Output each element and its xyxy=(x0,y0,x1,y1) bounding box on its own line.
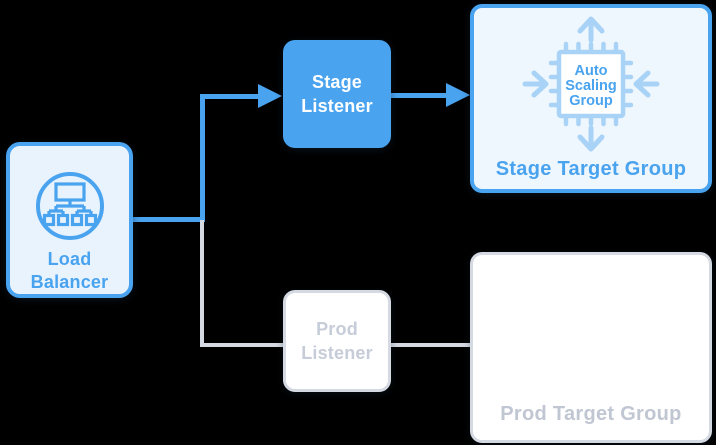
load-balancer-node: Load Balancer xyxy=(6,142,133,298)
asg-icon-text-line1: Auto xyxy=(574,63,607,79)
prod-listener-node: Prod Listener xyxy=(283,290,391,392)
asg-icon-text-line3: Group xyxy=(569,93,613,109)
stage-listener-node: Stage Listener xyxy=(283,40,391,148)
edge-lb-to-stage-horizontal xyxy=(200,94,259,99)
load-balancer-label: Load Balancer xyxy=(30,249,109,292)
edge-stage-listener-to-target xyxy=(390,93,446,98)
prod-target-group-label: Prod Target Group xyxy=(500,403,682,425)
load-balancer-icon xyxy=(35,172,104,240)
stage-target-group-label: Stage Target Group xyxy=(495,158,687,180)
prod-listener-label: Prod Listener xyxy=(301,319,373,363)
prod-target-group-node: Prod Target Group xyxy=(470,252,712,443)
asg-icon-text-line2: Scaling xyxy=(565,78,617,94)
edge-lb-to-prod-horizontal xyxy=(200,343,284,347)
edge-lb-trunk xyxy=(130,217,205,222)
edge-lb-to-stage-vertical xyxy=(200,94,205,222)
edge-prod-listener-to-target xyxy=(389,343,471,347)
arrowhead-into-stage-target-icon xyxy=(446,83,470,107)
stage-listener-label: Stage Listener xyxy=(301,72,373,116)
arrowhead-into-stage-listener-icon xyxy=(258,84,282,108)
auto-scaling-group-icon: Auto Scaling Group xyxy=(522,16,660,152)
stage-target-group-node: Auto Scaling Group Stage Target Group xyxy=(470,4,712,193)
edge-lb-to-prod-vertical xyxy=(200,220,204,347)
